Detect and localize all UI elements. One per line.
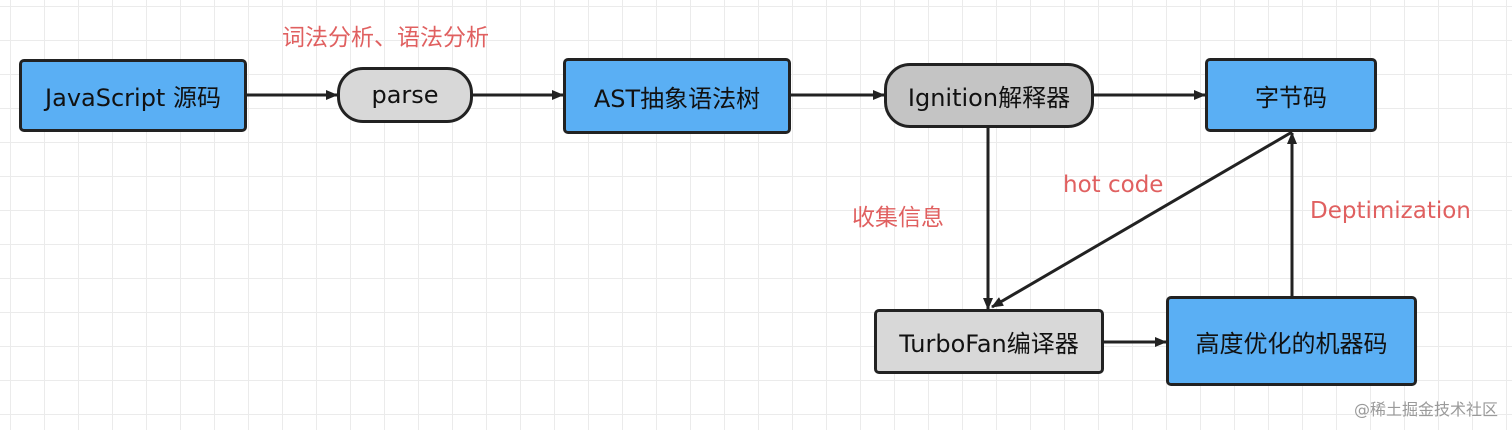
node-javascript-source: JavaScript 源码	[19, 59, 247, 132]
node-ignition-interpreter: Ignition解释器	[884, 63, 1094, 128]
arrow-hot-code	[991, 130, 1293, 309]
label-deoptimization: Deptimization	[1310, 198, 1471, 224]
label-lexical-syntax-analysis: 词法分析、语法分析	[282, 25, 489, 51]
watermark: @稀土掘金技术社区	[1353, 400, 1498, 419]
label-collect-info: 收集信息	[852, 205, 944, 231]
node-ast: AST抽象语法树	[563, 58, 791, 134]
node-optimized-machine-code: 高度优化的机器码	[1166, 296, 1417, 386]
node-bytecode: 字节码	[1205, 58, 1377, 132]
node-turbofan-compiler: TurboFan编译器	[874, 309, 1104, 374]
node-parse: parse	[337, 67, 473, 123]
label-hot-code: hot code	[1063, 172, 1164, 198]
